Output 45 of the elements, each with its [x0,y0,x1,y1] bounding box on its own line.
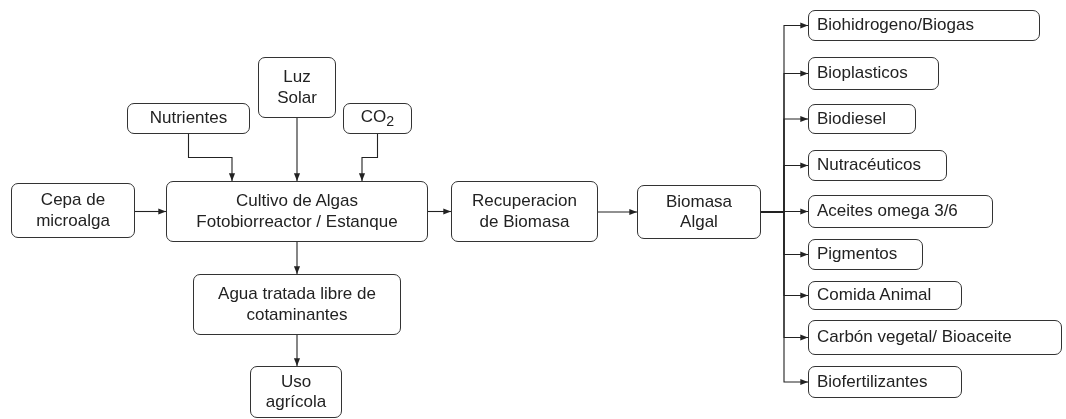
process-box [11,183,135,238]
process-box [193,274,401,335]
box-label: Comida Animal [817,285,932,306]
process-box [808,57,939,90]
process-box [808,104,916,134]
box-label: Biohidrogeno/Biogas [817,15,974,36]
box-label: Carbón vegetal/ Bioaceite [817,327,1012,348]
box-label: CO$_{2}$ [360,106,395,131]
box-label: Cultivo de Algas [236,191,358,212]
box-label: Recuperacion de Biomasa [471,191,578,232]
process-box [637,185,761,239]
box-label: Agua tratada libre de cotaminantes [217,284,377,325]
arrow [427,208,452,215]
box-label: Bioplasticos [817,63,908,84]
process-box [808,320,1062,355]
process-box [451,181,598,242]
box-label: Biofertilizantes [817,371,928,392]
process-box [343,103,412,134]
process-box [166,181,428,242]
box-label: Aceites omega 3/6 [817,201,958,222]
process-box [808,150,947,181]
arrow [597,208,638,216]
box-label: Nutracéuticos [817,155,921,176]
box-label: Pigmentos [817,244,898,265]
arrow [293,117,301,182]
process-box [808,10,1040,41]
arrow [187,133,236,182]
arrow [293,334,301,367]
box-label: Fotobiorreactor / Estanque [196,211,398,232]
arrow [358,133,379,182]
process-box [808,366,962,398]
process-box [250,366,342,418]
process-box [808,195,993,228]
process-box [808,281,962,310]
arrow [134,208,167,215]
box-label: Uso agrícola [264,371,328,413]
arrow [293,241,301,275]
box-label: Nutrientes [149,108,228,129]
box-label: Biodiesel [817,108,886,129]
box-label: Biomasa Algal [664,191,734,233]
box-label: Luz Solar [276,67,318,108]
process-box [808,239,923,270]
process-box [127,103,250,134]
process-box [258,57,336,118]
box-label: Cepa de microalga [35,190,111,231]
